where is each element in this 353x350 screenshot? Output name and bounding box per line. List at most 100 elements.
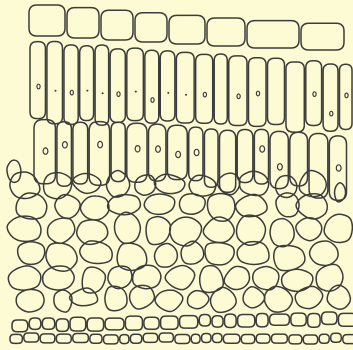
lower-epidermis-cell <box>223 334 239 343</box>
spongy-cell <box>243 287 265 308</box>
palisade-cell <box>189 127 203 181</box>
spongy-cell <box>310 241 339 265</box>
upper-epidermis-layer <box>29 5 344 50</box>
palisade-cell <box>220 130 236 192</box>
lower-epidermis-cell <box>303 335 317 344</box>
lower-epidermis-cell <box>212 334 221 343</box>
lower-epidermis-cell <box>175 334 190 343</box>
lower-epidermis-cell <box>256 334 270 343</box>
lower-epidermis-cell <box>56 334 71 343</box>
lower-epidermis-cell <box>338 313 353 326</box>
nucleus <box>345 93 348 98</box>
epidermis-cell <box>67 8 99 38</box>
spongy-mesophyll-layer <box>7 160 352 312</box>
palisade-cell <box>64 45 78 125</box>
spongy-cell <box>18 242 45 265</box>
palisade-cell <box>160 51 175 121</box>
palisade-cell <box>34 120 55 184</box>
palisade-cell <box>270 131 288 188</box>
lower-epidermis-cell <box>40 334 55 343</box>
lower-epidermis-cell <box>125 316 142 330</box>
lower-epidermis-cell <box>159 333 173 342</box>
lower-epidermis-cell <box>322 312 337 324</box>
lower-epidermis-cell <box>331 333 342 342</box>
epidermis-cell <box>101 10 133 40</box>
spongy-cell <box>7 216 41 241</box>
nucleus <box>260 146 265 152</box>
spongy-cell <box>108 195 141 215</box>
nucleus <box>117 92 120 97</box>
spongy-cell <box>54 290 72 312</box>
lower-epidermis-cell <box>143 333 157 342</box>
spongy-cell <box>282 269 313 291</box>
spongy-cell <box>43 266 75 290</box>
lower-epidermis-cell <box>271 334 287 343</box>
spongy-cell <box>82 267 105 293</box>
spongy-cell <box>46 243 77 271</box>
lower-epidermis-cell <box>202 333 211 342</box>
palisade-cell <box>323 64 338 131</box>
epidermis-cell <box>301 23 344 50</box>
lower-epidermis-cell <box>191 334 200 343</box>
spongy-cell <box>299 170 326 196</box>
lower-epidermis-cell <box>105 318 124 330</box>
palisade-cell <box>145 50 159 123</box>
palisade-cell <box>214 54 227 124</box>
spongy-cell <box>114 212 140 243</box>
epidermis-cell <box>247 21 299 48</box>
epidermis-cell <box>135 13 167 42</box>
nucleus <box>203 92 206 97</box>
spongy-cell <box>80 196 108 220</box>
lower-epidermis-cell <box>87 318 103 331</box>
nucleus <box>55 90 57 92</box>
lower-epidermis-cell <box>24 333 39 342</box>
palisade-cell <box>89 122 109 186</box>
lower-epidermis-cell <box>70 317 86 331</box>
lower-epidermis-cell <box>319 334 329 343</box>
lower-epidermis-cell <box>199 314 210 326</box>
palisade-cell <box>196 54 213 123</box>
palisade-cell <box>30 42 45 119</box>
lower-epidermis-layer <box>10 312 353 344</box>
palisade-cell <box>167 125 187 179</box>
nucleus <box>37 84 40 89</box>
nucleus <box>185 94 187 96</box>
nucleus <box>156 146 161 152</box>
nucleus <box>102 92 104 94</box>
nucleus <box>194 149 199 155</box>
nucleus <box>63 142 68 148</box>
spongy-cell <box>146 217 170 245</box>
nucleus <box>86 90 88 92</box>
spongy-cell <box>296 218 322 241</box>
lower-epidermis-cell <box>270 314 290 325</box>
epidermis-cell <box>169 15 205 44</box>
palisade-cell <box>254 129 268 184</box>
spongy-cell <box>327 285 350 309</box>
lower-epidermis-cell <box>291 313 306 326</box>
lower-epidermis-cell <box>120 335 129 344</box>
lower-epidermis-cell <box>90 334 102 343</box>
spongy-cell <box>7 160 21 182</box>
lower-epidermis-cell <box>12 320 28 332</box>
spongy-cell <box>316 264 343 291</box>
palisade-layer-1 <box>30 42 352 133</box>
lower-epidermis-cell <box>212 316 223 327</box>
lower-epidermis-cell <box>73 333 89 342</box>
palisade-cell <box>229 56 247 126</box>
lower-epidermis-cell <box>161 316 179 329</box>
palisade-cell <box>127 48 144 121</box>
epidermis-cell <box>207 18 245 46</box>
lower-epidermis-cell <box>56 319 68 332</box>
spongy-cell <box>236 215 265 245</box>
nucleus <box>135 91 137 93</box>
palisade-cell <box>95 45 109 125</box>
lower-epidermis-cell <box>308 314 320 328</box>
lower-epidermis-cell <box>256 313 268 326</box>
palisade-cell <box>127 123 147 182</box>
nucleus <box>313 92 316 97</box>
lower-epidermis-cell <box>225 314 237 327</box>
nucleus <box>330 111 333 116</box>
lower-epidermis-cell <box>289 335 302 344</box>
palisade-cell <box>176 52 194 123</box>
spongy-cell <box>224 266 249 289</box>
